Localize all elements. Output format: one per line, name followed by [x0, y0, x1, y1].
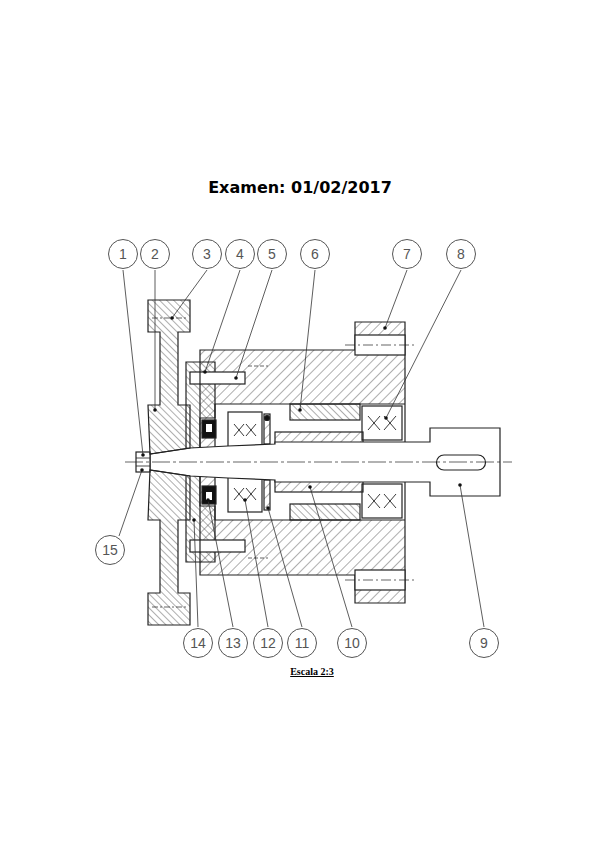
callout-text: 7 [403, 247, 411, 261]
callout-text: 5 [268, 247, 276, 261]
leader-lines [119, 270, 484, 627]
callout-number: 1 [108, 239, 138, 269]
title: Examen: 01/02/2017 [208, 178, 392, 197]
callout-number: 7 [392, 239, 422, 269]
callout-text: 1 [119, 247, 127, 261]
callout-text: 8 [457, 247, 465, 261]
callout-number: 3 [192, 239, 222, 269]
callout-number: 12 [253, 628, 283, 658]
pulley [148, 300, 190, 454]
callout-text: 15 [102, 543, 118, 557]
callout-text: 11 [295, 636, 310, 650]
callout-number: 6 [300, 239, 330, 269]
callout-text: 9 [480, 636, 488, 650]
scale-caption: Escala 2:3 [290, 666, 334, 677]
callout-number: 11 [287, 628, 317, 658]
callout-number: 9 [469, 628, 499, 658]
callout-text: 2 [151, 247, 159, 261]
callout-text: 14 [190, 636, 206, 650]
callout-number: 13 [218, 628, 248, 658]
callout-number: 15 [95, 535, 125, 565]
callout-number: 2 [140, 239, 170, 269]
callout-text: 4 [236, 247, 244, 261]
callout-text: 3 [203, 247, 211, 261]
callout-text: 12 [260, 636, 276, 650]
callout-number: 10 [337, 628, 367, 658]
callout-text: 6 [311, 247, 319, 261]
callout-text: 13 [225, 636, 241, 650]
callout-number: 4 [225, 239, 255, 269]
callout-number: 14 [183, 628, 213, 658]
callout-number: 5 [257, 239, 287, 269]
callout-text: 10 [344, 636, 360, 650]
callout-number: 8 [446, 239, 476, 269]
